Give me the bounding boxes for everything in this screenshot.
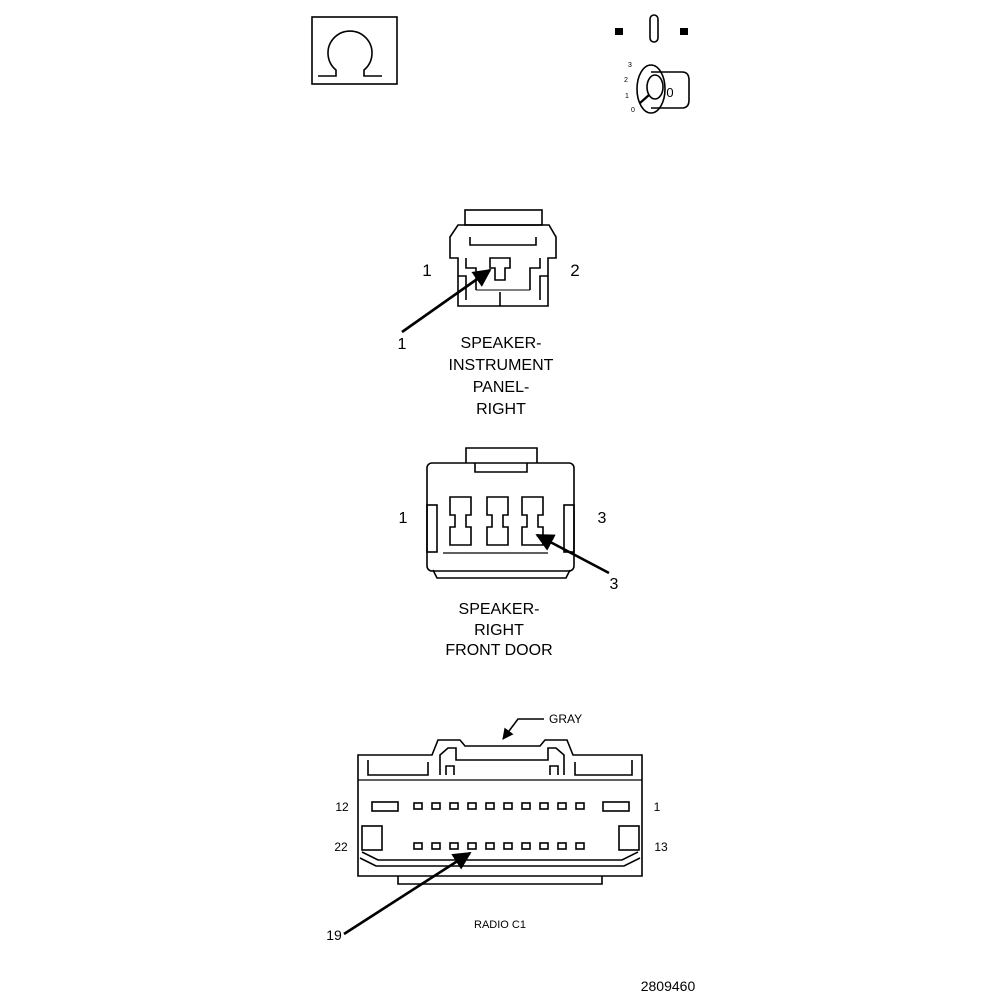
- door-pin-left: 1: [399, 510, 408, 527]
- ip-title-line-1: SPEAKER-: [461, 335, 542, 352]
- door-callout: 3: [610, 576, 619, 593]
- door-title-line-3: FRONT DOOR: [445, 642, 552, 659]
- ip-title-line-2: INSTRUMENT: [449, 357, 554, 374]
- radio-pin-13: 13: [654, 840, 668, 854]
- radio-color-label: GRAY: [549, 712, 582, 726]
- figure-number: 2809460: [641, 978, 696, 994]
- ignition-pos-2: 2: [624, 77, 628, 84]
- ip-title-line-4: RIGHT: [476, 401, 526, 418]
- radio-pin-row-bottom: [413, 842, 585, 850]
- ip-pin-left: 1: [422, 261, 431, 280]
- ohmmeter-icon: [311, 16, 398, 85]
- connector-speaker-right-front-door: 1 3 3 SPEAKER- RIGHT FRONT DOOR: [399, 447, 619, 659]
- ignition-pos-3: 3: [628, 62, 632, 69]
- ignition-pos-0: 0: [631, 107, 635, 114]
- radio-pin-22: 22: [334, 840, 348, 854]
- ip-pin-right: 2: [570, 261, 579, 280]
- door-title-line-2: RIGHT: [474, 622, 524, 639]
- connector-speaker-ip-right: 1 2 1 SPEAKER- INSTRUMENT PANEL- RIGHT: [398, 209, 580, 418]
- door-title-line-1: SPEAKER-: [459, 601, 540, 618]
- ip-title-line-3: PANEL-: [473, 379, 530, 396]
- connector-radio-c1: GRAY 12 1 22 13 19 RADIO C1: [326, 712, 668, 943]
- door-pin-right: 3: [598, 510, 607, 527]
- radio-title: RADIO C1: [474, 919, 526, 931]
- radio-callout: 19: [326, 927, 342, 943]
- ignition-key-label: 0: [666, 85, 673, 100]
- ignition-pos-1: 1: [625, 93, 629, 100]
- radio-pin-1: 1: [654, 800, 661, 814]
- radio-pin-row-top: [413, 802, 585, 810]
- ip-callout: 1: [398, 336, 407, 353]
- ignition-switch-icon: 0 3 2 1 0: [615, 14, 690, 114]
- radio-pin-12: 12: [335, 800, 349, 814]
